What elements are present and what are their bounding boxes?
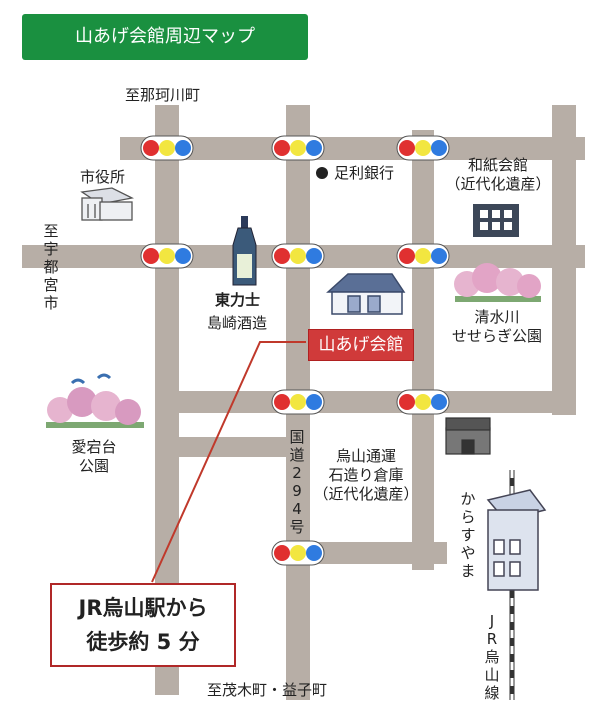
signal-light-icon [143, 248, 159, 264]
brewery-label: 島崎酒造 [207, 314, 268, 332]
signal-light-icon [306, 545, 322, 561]
signal-light-icon [175, 248, 191, 264]
signal-light-icon [306, 394, 322, 410]
sake-bottle-icon [232, 216, 257, 286]
signal-light-icon [306, 248, 322, 264]
shimizu-label: 清水川 せせらぎ公園 [442, 308, 552, 346]
west-char: 宮 [43, 276, 59, 294]
signal-light-icon [290, 545, 306, 561]
direction-north-label: 至那珂川町 [125, 86, 201, 104]
destination-label: 山あげ会館 [308, 329, 414, 361]
signal-light-icon [399, 248, 415, 264]
washi-name: 和紙会館 [467, 156, 528, 174]
route-char: 4 [292, 500, 302, 518]
signal-light-icon [306, 140, 322, 156]
shimizu-park-name: せせらぎ公園 [451, 326, 542, 345]
route-char: 9 [292, 482, 302, 500]
bank-marker-icon [316, 167, 328, 179]
route-char: 国 [289, 428, 305, 446]
atago-park-trees-icon [46, 373, 144, 428]
route-294-label: 国 道 2 9 4 号 [288, 428, 306, 536]
brewery-brand-label: 東力士 [215, 291, 261, 309]
signal-light-icon [415, 394, 431, 410]
atago-label: 愛宕台 公園 [62, 438, 126, 476]
shimizu-name: 清水川 [474, 308, 520, 326]
shimizu-park-trees-icon [454, 263, 541, 302]
signal-light-icon [431, 394, 447, 410]
railway-char: R [486, 630, 498, 648]
atago-name: 愛宕台 [71, 438, 117, 456]
direction-west-label: 至 宇 都 宮 市 [42, 222, 60, 312]
warehouse-label: 烏山通運 石造り倉庫 （近代化遺産） [312, 447, 420, 503]
road-far-east-vertical [552, 105, 576, 415]
signal-light-icon [143, 140, 159, 156]
stone-warehouse-icon [445, 417, 491, 455]
signal-light-icon [290, 394, 306, 410]
station-side-label: か ら す や ま [459, 490, 477, 580]
road-north-horizontal [120, 137, 585, 160]
route-char: 道 [289, 446, 305, 464]
warehouse-name: 石造り倉庫 [328, 465, 404, 484]
signal-light-icon [159, 248, 175, 264]
station-char: す [460, 526, 476, 544]
city-hall-icon [80, 187, 135, 221]
washi-building-icon [473, 204, 519, 237]
road-east-vertical [412, 130, 434, 570]
station-char: ま [460, 562, 476, 580]
signal-light-icon [399, 394, 415, 410]
atago-park-word: 公園 [78, 456, 109, 475]
station-char: や [460, 544, 476, 562]
station-char: ら [460, 508, 476, 526]
warehouse-company: 烏山通運 [335, 447, 396, 465]
west-char: 宇 [43, 240, 59, 258]
station-building-icon [486, 489, 547, 591]
signal-light-icon [431, 140, 447, 156]
railway-char: 烏 [484, 648, 500, 666]
west-char: 市 [43, 294, 59, 312]
map-title: 山あげ会館周辺マップ [22, 14, 308, 60]
road-atago-horizontal [155, 437, 295, 457]
signal-light-icon [274, 545, 290, 561]
west-char: 都 [43, 258, 59, 276]
washi-label: 和紙会館 （近代化遺産） [433, 156, 563, 194]
traffic-signals [140, 135, 450, 566]
signal-light-icon [274, 140, 290, 156]
signal-light-icon [415, 248, 431, 264]
signal-light-icon [175, 140, 191, 156]
signal-light-icon [431, 248, 447, 264]
route-char: 2 [292, 464, 302, 482]
city-hall-label: 市役所 [80, 168, 126, 186]
railway-char: J [489, 612, 495, 630]
bank-label: 足利銀行 [334, 164, 395, 182]
signal-light-icon [274, 394, 290, 410]
route-line [151, 341, 306, 583]
direction-south-label: 至茂木町・益子町 [207, 681, 328, 699]
station-char: か [460, 490, 476, 508]
signal-light-icon [159, 140, 175, 156]
yamaage-hall-icon [326, 273, 406, 315]
signal-light-icon [290, 140, 306, 156]
warehouse-note: （近代化遺産） [313, 484, 419, 503]
callout-line-1: JR烏山駅から [78, 596, 208, 620]
railway-label: J R 烏 山 線 [483, 612, 501, 702]
railway-char: 山 [484, 666, 500, 684]
west-char: 至 [43, 222, 59, 240]
railway-char: 線 [484, 684, 500, 702]
signal-light-icon [274, 248, 290, 264]
callout-line-2: 徒歩約 5 分 [86, 630, 200, 654]
signal-light-icon [290, 248, 306, 264]
washi-note: （近代化遺産） [445, 174, 551, 193]
signal-light-icon [399, 140, 415, 156]
road-bottom-horizontal [297, 542, 447, 564]
signal-light-icon [415, 140, 431, 156]
access-callout: JR烏山駅から 徒歩約 5 分 [50, 583, 236, 667]
route-char: 号 [289, 518, 305, 536]
